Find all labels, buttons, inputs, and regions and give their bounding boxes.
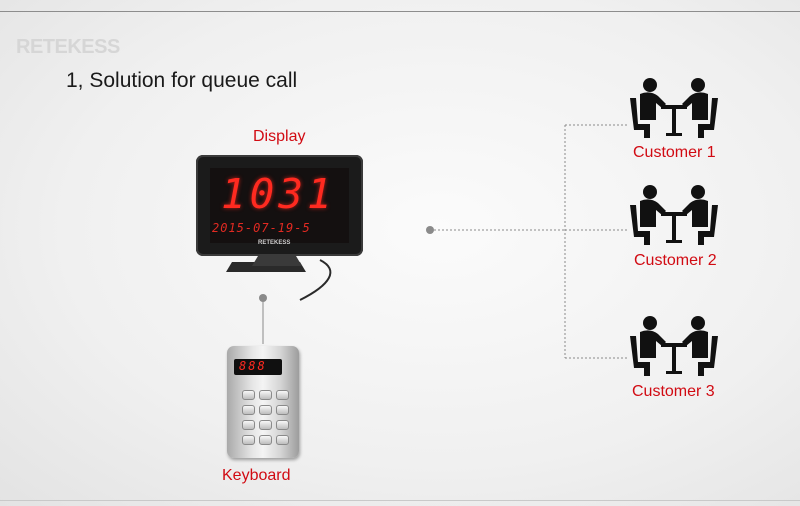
display-logo: RETEKESS	[258, 240, 291, 246]
keypad	[242, 390, 289, 445]
customer-1-icon	[630, 78, 718, 138]
display-cable	[299, 259, 332, 301]
customer-2-icon	[630, 185, 718, 245]
customer-3-label: Customer 3	[632, 383, 715, 400]
keyboard-connector-dot	[259, 294, 267, 302]
key	[276, 390, 289, 400]
display-connector-dot	[426, 226, 434, 234]
display-date: 2015-07-19-5	[212, 221, 311, 235]
display-label: Display	[253, 128, 306, 145]
key	[276, 405, 289, 415]
customer-3-icon	[630, 316, 718, 376]
keyboard-transmitter: 888	[227, 346, 299, 458]
key	[259, 435, 272, 445]
key	[276, 420, 289, 430]
display-number: 1031	[221, 170, 336, 218]
key	[242, 435, 255, 445]
keyboard-label: Keyboard	[222, 467, 291, 484]
customer-2-label: Customer 2	[634, 252, 717, 269]
keyboard-screen-digits: 888	[239, 359, 267, 373]
key	[259, 420, 272, 430]
customer-1-label: Customer 1	[633, 144, 716, 161]
key	[242, 405, 255, 415]
page-title: 1, Solution for queue call	[66, 69, 298, 92]
brand-watermark: RETEKESS	[16, 36, 120, 58]
key	[259, 405, 272, 415]
led-display	[196, 155, 363, 256]
bottom-rule	[0, 500, 800, 501]
top-rule	[0, 11, 800, 12]
key	[242, 420, 255, 430]
keyboard-screen	[234, 359, 282, 375]
key	[259, 390, 272, 400]
key	[276, 435, 289, 445]
key	[242, 390, 255, 400]
